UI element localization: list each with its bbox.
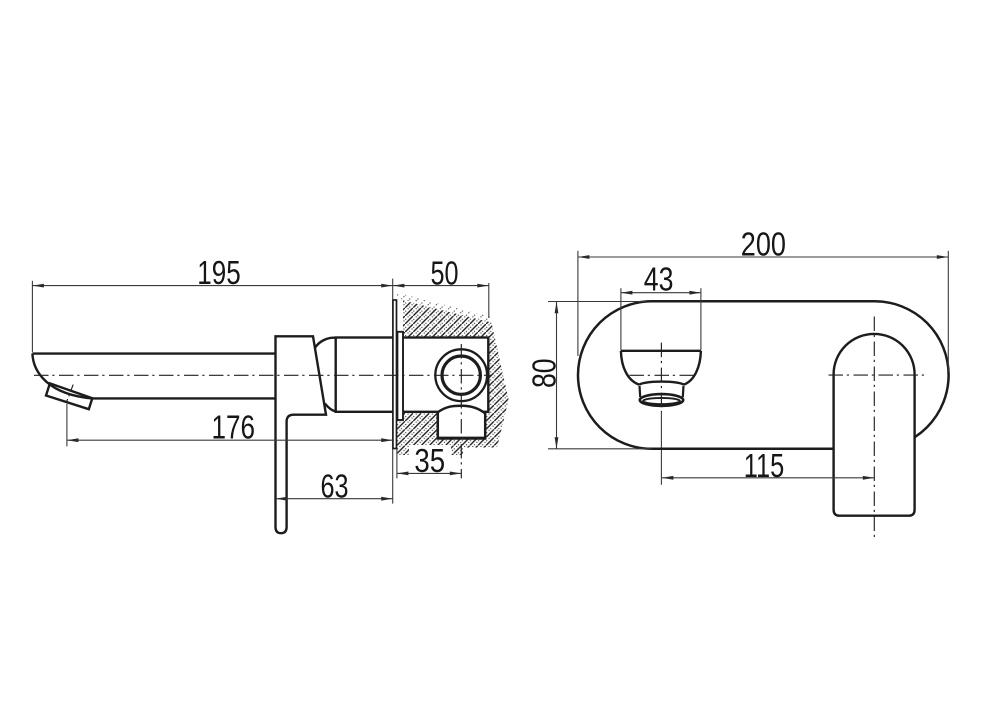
svg-text:195: 195 xyxy=(197,255,240,292)
svg-text:63: 63 xyxy=(320,468,348,505)
svg-text:200: 200 xyxy=(741,227,786,263)
svg-text:176: 176 xyxy=(211,410,254,447)
svg-text:43: 43 xyxy=(644,262,674,298)
svg-text:80: 80 xyxy=(527,358,563,388)
svg-text:35: 35 xyxy=(414,443,445,480)
svg-text:50: 50 xyxy=(430,255,458,292)
svg-text:115: 115 xyxy=(744,448,784,485)
